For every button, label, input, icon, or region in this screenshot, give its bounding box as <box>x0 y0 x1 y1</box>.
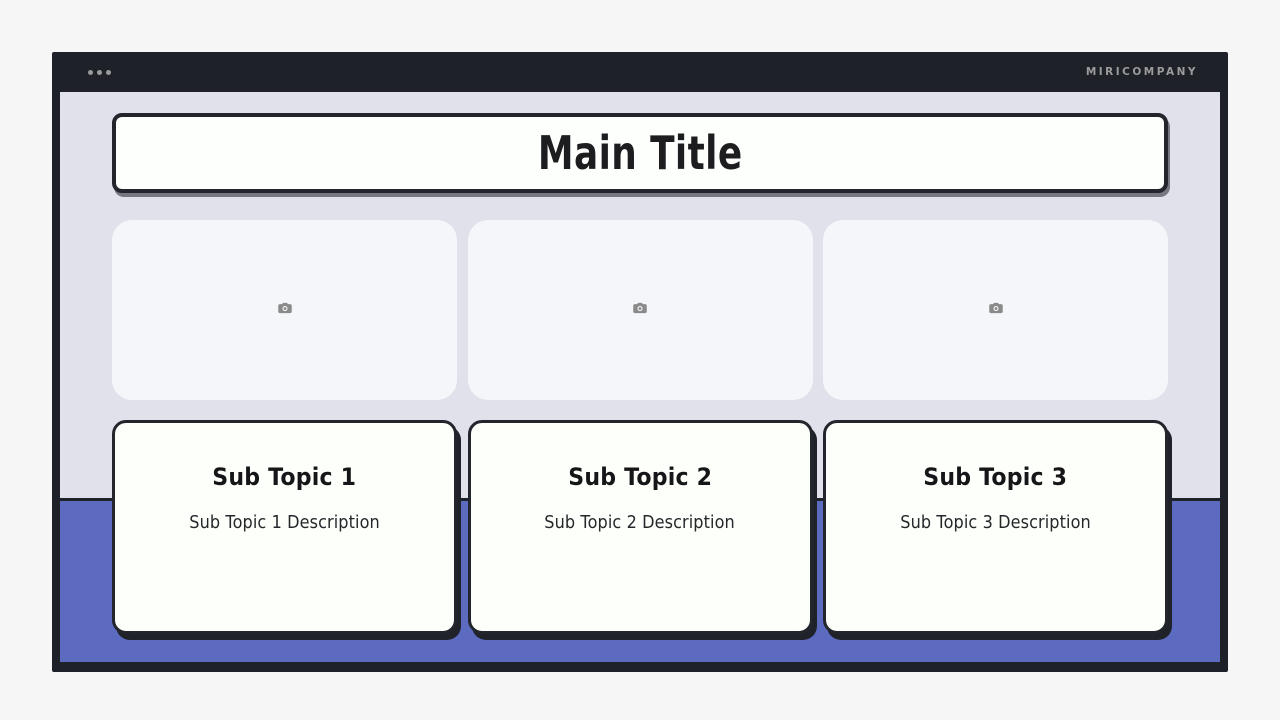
image-placeholder-1[interactable] <box>112 220 457 400</box>
main-title-box[interactable]: Main Title <box>112 113 1168 193</box>
subtopic-title: Sub Topic 2 <box>568 463 712 491</box>
camera-icon <box>987 299 1005 321</box>
subtopic-card-2[interactable]: Sub Topic 2 Sub Topic 2 Description <box>467 420 813 634</box>
slide-canvas: Main Title <box>60 92 1220 662</box>
subtopic-title: Sub Topic 1 <box>212 463 357 491</box>
window-topbar: MIRICOMPANY <box>52 52 1228 92</box>
ellipsis-icon[interactable] <box>88 69 111 75</box>
image-placeholder-row <box>112 220 1168 400</box>
image-placeholder-2[interactable] <box>467 220 813 400</box>
main-title-text: Main Title <box>537 126 743 180</box>
camera-icon <box>276 299 294 321</box>
subtopic-row: Sub Topic 1 Sub Topic 1 Description Sub … <box>112 420 1168 634</box>
camera-icon <box>631 299 649 321</box>
subtopic-description: Sub Topic 3 Description <box>900 513 1091 533</box>
subtopic-title: Sub Topic 3 <box>923 463 1068 491</box>
slide-editor-window: MIRICOMPANY Main Title <box>52 52 1228 672</box>
subtopic-card-1[interactable]: Sub Topic 1 Sub Topic 1 Description <box>112 420 457 634</box>
subtopic-card-3[interactable]: Sub Topic 3 Sub Topic 3 Description <box>823 420 1168 634</box>
subtopic-description: Sub Topic 1 Description <box>189 513 380 533</box>
subtopic-description: Sub Topic 2 Description <box>544 513 736 533</box>
image-placeholder-3[interactable] <box>823 220 1168 400</box>
brand-label: MIRICOMPANY <box>1085 66 1198 78</box>
